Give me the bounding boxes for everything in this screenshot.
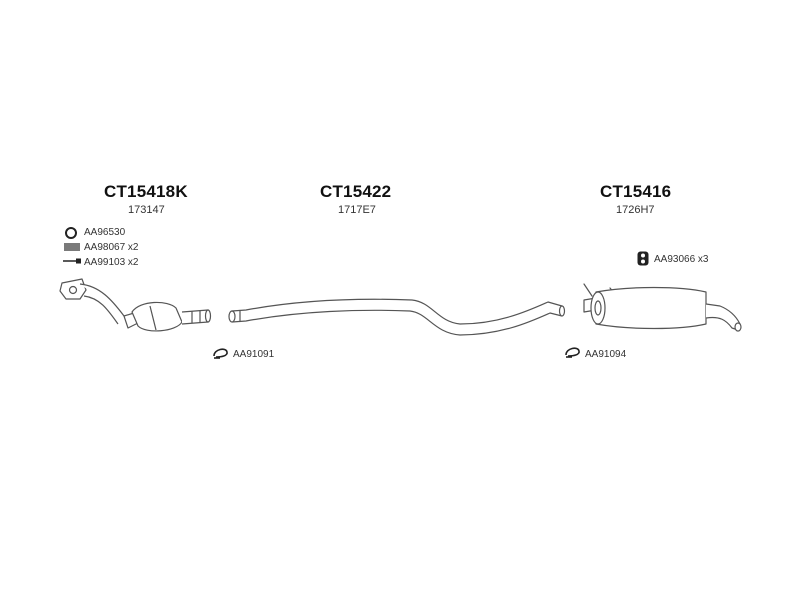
part-ref-catalytic-converter: 173147 [128, 204, 165, 216]
ring-gasket-icon [65, 227, 77, 239]
accessory-label-rubber-mount: AA93066 x3 [654, 254, 709, 265]
accessory-label-clamp-rear: AA91094 [585, 349, 627, 360]
middle-pipe-drawing [228, 298, 566, 336]
part-code-rear-silencer: CT15416 [600, 182, 672, 201]
accessory-label-gasket: AA96530 [84, 227, 126, 238]
clamp-icon [565, 347, 580, 358]
part-code-middle-pipe: CT15422 [320, 182, 392, 201]
bolt-icon [63, 258, 81, 264]
rubber-mount-icon [637, 251, 649, 266]
catalytic-converter-drawing [59, 278, 212, 332]
rear-silencer-drawing [583, 283, 742, 332]
spring-icon [64, 243, 80, 251]
clamp-icon [213, 348, 228, 359]
part-ref-middle-pipe: 1717E7 [338, 204, 376, 216]
part-ref-rear-silencer: 1726H7 [616, 204, 655, 216]
accessory-label-bolt: AA99103 x2 [84, 257, 139, 268]
accessory-label-clamp-front: AA91091 [233, 349, 275, 360]
part-code-catalytic-converter: CT15418K [104, 182, 188, 201]
accessory-label-spring: AA98067 x2 [84, 242, 139, 253]
